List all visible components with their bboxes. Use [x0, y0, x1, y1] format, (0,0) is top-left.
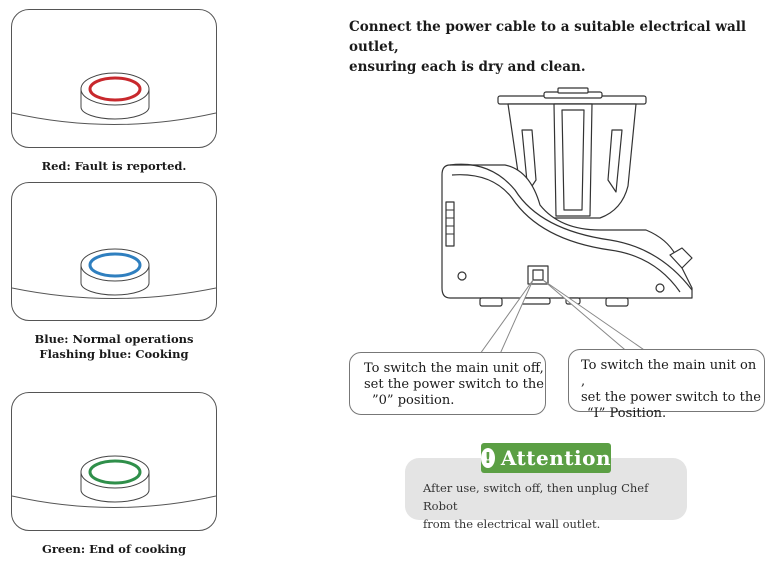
indicator-caption-green: Green: End of cooking [0, 542, 228, 557]
caption-line: Flashing blue: Cooking [39, 347, 189, 361]
caption-line: Blue: Normal operations [34, 332, 194, 346]
indicator-panel-blue [11, 182, 217, 321]
callout-switch-on: To switch the main unit on , set the pow… [568, 349, 765, 421]
status-button-illustration [12, 248, 216, 299]
caption-line: Green: End of cooking [42, 542, 186, 556]
instruction-line: Connect the power cable to a suitable el… [349, 19, 746, 55]
callout-switch-off: To switch the main unit off, set the pow… [349, 352, 546, 415]
exclamation-icon: ! [481, 448, 495, 468]
callout-line: set the power switch to the [364, 377, 544, 392]
attention-title: Attention [500, 446, 611, 470]
indicator-panel-red [11, 9, 217, 148]
status-button-illustration [12, 455, 216, 508]
indicator-caption-red: Red: Fault is reported. [0, 159, 228, 174]
attention-line: After use, switch off, then unplug Chef … [423, 481, 649, 513]
instruction-text: Connect the power cable to a suitable el… [349, 17, 764, 77]
callout-line: “I” Position. [587, 406, 667, 421]
indicator-panel-green [11, 392, 217, 531]
attention-badge: ! Attention [481, 443, 611, 473]
attention-line: from the electrical wall outlet. [423, 517, 601, 531]
callout-line: To switch the main unit off, [364, 361, 544, 376]
chef-robot-illustration [441, 87, 693, 355]
indicator-caption-blue: Blue: Normal operations Flashing blue: C… [0, 332, 228, 362]
callout-line: To switch the main unit on , [581, 358, 757, 389]
status-button-illustration [12, 72, 216, 125]
callout-line: set the power switch to the [581, 390, 761, 405]
caption-line: Red: Fault is reported. [41, 159, 187, 173]
callout-line: ”0” position. [372, 393, 455, 408]
instruction-line: ensuring each is dry and clean. [349, 59, 586, 75]
